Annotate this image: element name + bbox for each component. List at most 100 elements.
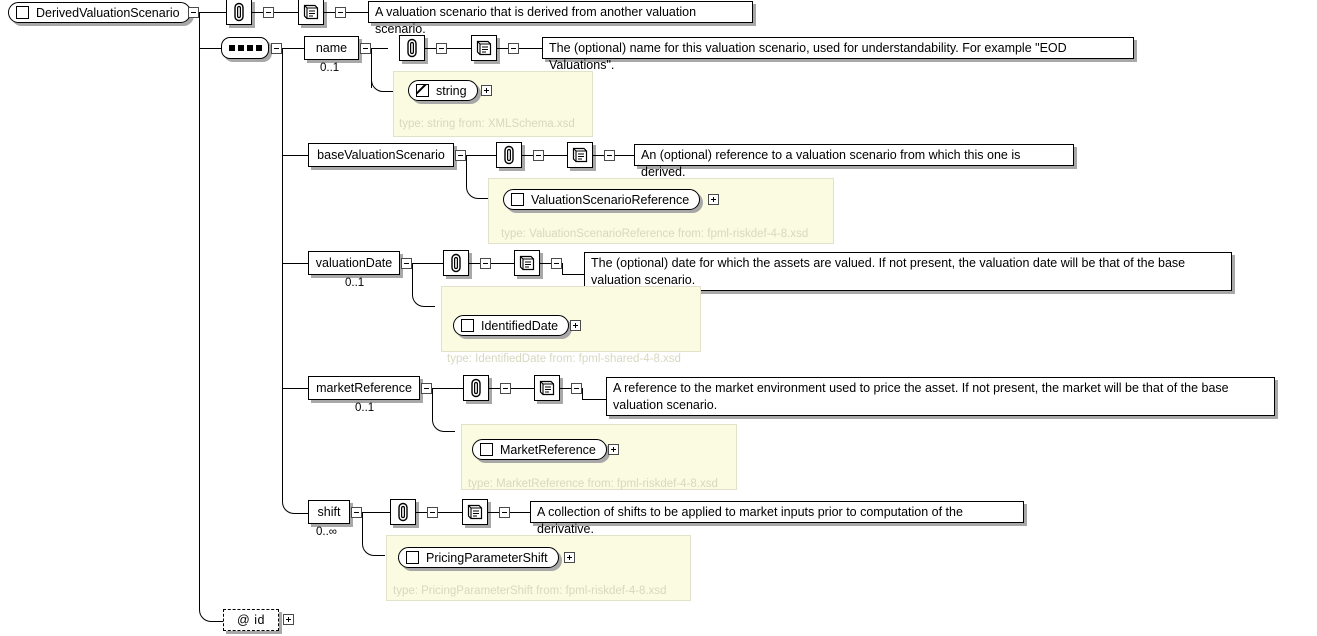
- cardinality-valuationdate: 0..1: [345, 277, 365, 289]
- toggle-shift[interactable]: [351, 507, 362, 518]
- connector-vd-tog-drop: [562, 263, 563, 274]
- sequence-collapse-toggle[interactable]: [271, 43, 282, 54]
- toggle-marketreference[interactable]: [421, 383, 432, 394]
- type-expand-string[interactable]: [481, 85, 492, 96]
- connector-sequence-to-branch: [282, 48, 304, 49]
- connector-bvs-doc-to-tog: [593, 155, 604, 156]
- connector-spine-to-marketreference: [282, 388, 308, 389]
- connector-name-doc-to-tog: [497, 48, 508, 49]
- element-box-name[interactable]: name: [304, 36, 359, 60]
- connector-vd-doc-to-tog: [540, 263, 551, 264]
- name-documentation-toggle[interactable]: [508, 43, 519, 54]
- element-box-basevaluationscenario[interactable]: baseValuationScenario: [308, 143, 454, 167]
- paperclip-icon: [451, 253, 461, 273]
- connector-root-to-trunk: [199, 12, 226, 13]
- shift-annotation-toggle[interactable]: [427, 507, 438, 518]
- element-box-shift[interactable]: shift: [308, 500, 350, 524]
- shift-documentation-box: A collection of shifts to be applied to …: [530, 501, 1024, 536]
- root-documentation-icon-box[interactable]: [298, 0, 324, 25]
- attribute-box-id[interactable]: @ id: [223, 609, 279, 631]
- root-element-label: DerivedValuationScenario: [36, 5, 180, 20]
- toggle-name[interactable]: [360, 43, 371, 54]
- type-box-identifieddate[interactable]: IdentifiedDate: [453, 315, 570, 336]
- type-expand-marketreference[interactable]: [608, 444, 619, 455]
- root-annotation-toggle[interactable]: [263, 7, 274, 18]
- bvs-documentation-icon-box[interactable]: [567, 142, 593, 168]
- scroll-icon: [476, 40, 492, 56]
- type-expand-identifieddate[interactable]: [570, 320, 581, 331]
- bvs-annotation-icon-box[interactable]: [496, 142, 522, 168]
- vd-documentation-toggle[interactable]: [551, 258, 562, 269]
- cardinality-name: 0..1: [320, 62, 340, 74]
- connector-name-ann-to-tog: [425, 48, 436, 49]
- complextype-icon: [480, 443, 493, 456]
- paperclip-icon: [234, 2, 244, 22]
- bvs-documentation-toggle[interactable]: [604, 150, 615, 161]
- name-annotation-toggle[interactable]: [436, 43, 447, 54]
- connector-root-tog-to-doc: [274, 12, 298, 13]
- connector-shift-doc-to-tog: [488, 512, 499, 513]
- mr-annotation-toggle[interactable]: [500, 383, 511, 394]
- shift-annotation-icon-box[interactable]: [390, 499, 416, 525]
- name-documentation-icon-box[interactable]: [471, 35, 497, 61]
- shift-documentation-icon-box[interactable]: [462, 499, 488, 525]
- scroll-icon: [303, 4, 319, 20]
- type-box-marketreference[interactable]: MarketReference: [472, 439, 607, 460]
- mr-documentation-toggle[interactable]: [571, 383, 582, 394]
- connector-mr-tog-to-text: [582, 399, 606, 400]
- vd-documentation-icon-box[interactable]: [514, 250, 540, 276]
- type-expand-pricingparametershift[interactable]: [564, 552, 575, 563]
- paperclip-icon: [504, 145, 514, 165]
- root-documentation-box: A valuation scenario that is derived fro…: [368, 1, 753, 36]
- root-element-box[interactable]: DerivedValuationScenario: [8, 2, 191, 23]
- toggle-valuationdate[interactable]: [401, 258, 412, 269]
- connector-mr-tog-drop: [582, 388, 583, 399]
- mr-documentation-icon-box[interactable]: [534, 375, 560, 401]
- mr-documentation-text: A reference to the market environment us…: [613, 381, 1229, 412]
- type-box-string[interactable]: string: [408, 80, 478, 101]
- connector-trunk-elbow-to-attribute: [199, 578, 224, 622]
- element-box-valuationdate[interactable]: valuationDate: [308, 251, 400, 275]
- connector-name-tog-to-doc: [447, 48, 471, 49]
- mr-documentation-box: A reference to the market environment us…: [606, 377, 1275, 416]
- cardinality-marketreference: 0..1: [355, 402, 375, 414]
- shift-documentation-text: A collection of shifts to be applied to …: [537, 505, 963, 536]
- vd-annotation-icon-box[interactable]: [443, 250, 469, 276]
- connector-root-tog-to-text: [346, 12, 368, 13]
- scroll-icon: [467, 504, 483, 520]
- type-box-pricingparametershift[interactable]: PricingParameterShift: [398, 547, 559, 568]
- name-annotation-icon-box[interactable]: [399, 35, 425, 61]
- connector-name-tog-to-text: [519, 48, 542, 49]
- connector-vd-elbow-to-type: [412, 263, 435, 307]
- vd-documentation-text: The (optional) date for which the assets…: [591, 256, 1186, 287]
- root-annotation-icon-box[interactable]: [226, 0, 252, 25]
- root-collapse-toggle[interactable]: [188, 7, 199, 18]
- connector-shift-ann-to-tog: [416, 512, 427, 513]
- connector-root-ann-to-tog: [252, 12, 263, 13]
- paperclip-icon: [398, 502, 408, 522]
- root-documentation-toggle[interactable]: [335, 7, 346, 18]
- element-label-name: name: [315, 41, 348, 55]
- type-caption-valuationscenarioreference: type: ValuationScenarioReference from: f…: [501, 228, 809, 240]
- attribute-expand-id[interactable]: [283, 614, 294, 625]
- type-panel-pricingparametershift: [386, 535, 691, 601]
- connector-mr-elbow-to-type: [432, 388, 455, 432]
- mr-annotation-icon-box[interactable]: [463, 375, 489, 401]
- type-box-valuationscenarioreference[interactable]: ValuationScenarioReference: [503, 189, 701, 210]
- element-box-icon: [16, 6, 29, 19]
- type-caption-marketreference: type: MarketReference from: fpml-riskdef…: [468, 478, 718, 490]
- connector-shift-tog-to-text: [510, 512, 530, 513]
- vd-annotation-toggle[interactable]: [480, 258, 491, 269]
- element-box-marketreference[interactable]: marketReference: [308, 376, 420, 400]
- sequence-compositor-icon[interactable]: [221, 37, 269, 59]
- bvs-documentation-text: An (optional) reference to a valuation s…: [641, 148, 1021, 179]
- bvs-annotation-toggle[interactable]: [533, 150, 544, 161]
- type-expand-valuationscenarioreference[interactable]: [708, 194, 719, 205]
- connector-spine-to-basevaluationscenario: [282, 155, 308, 156]
- toggle-basevaluationscenario[interactable]: [455, 150, 466, 161]
- connector-shift-tog-to-doc: [438, 512, 462, 513]
- connector-bvs-elbow-to-type: [466, 155, 489, 199]
- shift-documentation-toggle[interactable]: [499, 507, 510, 518]
- complextype-icon: [406, 551, 419, 564]
